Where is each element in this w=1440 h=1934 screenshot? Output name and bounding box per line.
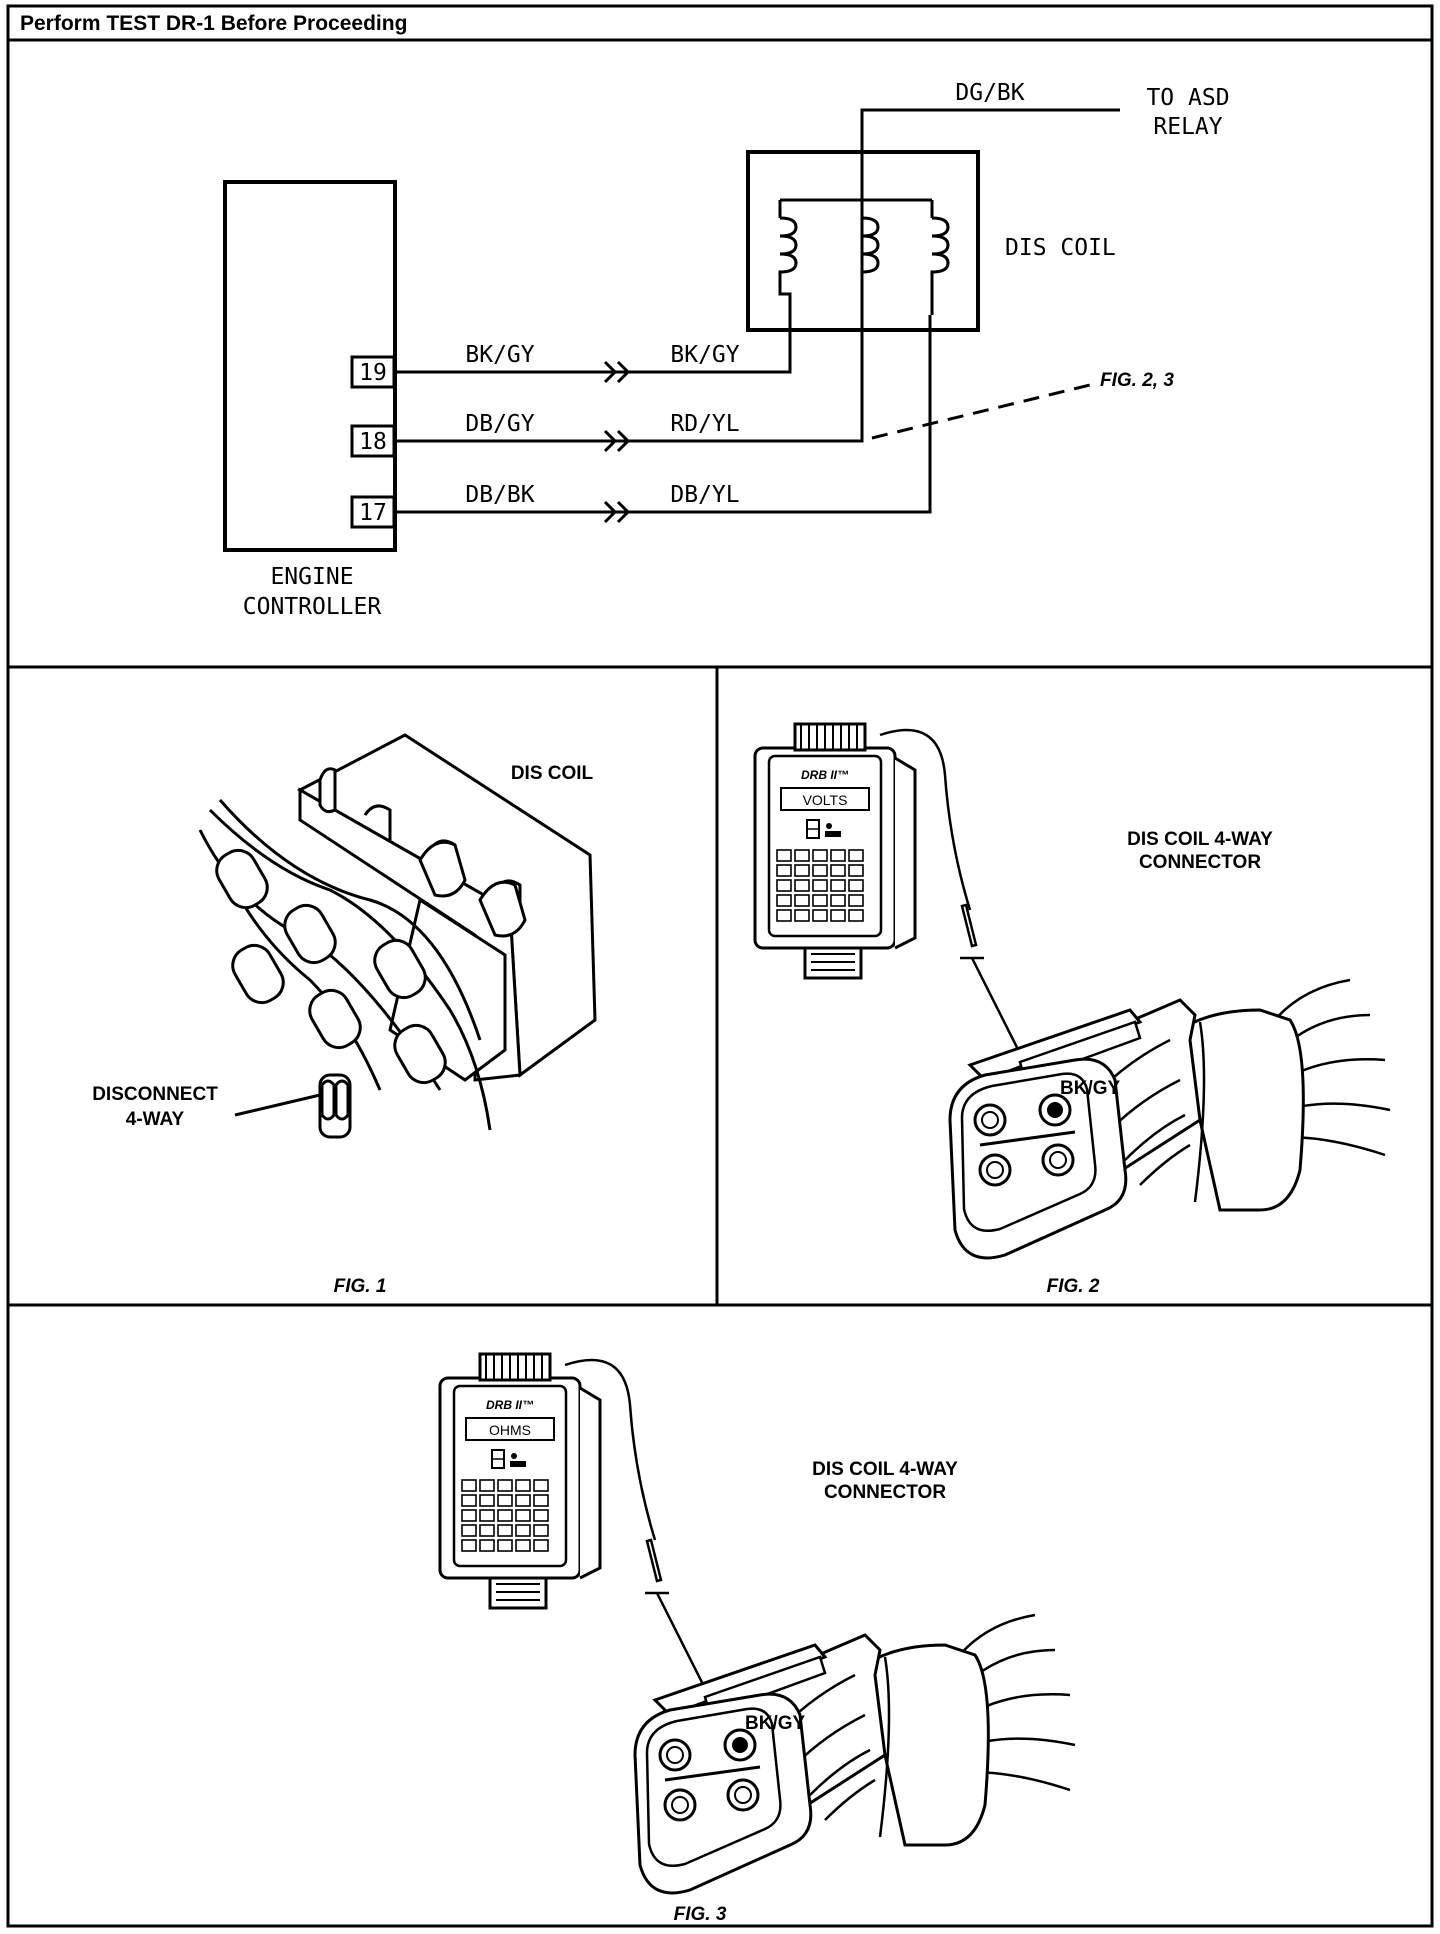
pin-18-box — [350, 424, 396, 458]
fig1-caption: FIG. 1 — [334, 1276, 387, 1297]
connector-label-line2: CONNECTOR — [824, 1482, 946, 1503]
connector-arrow-19 — [603, 360, 631, 384]
fig3-panel: DRB II™ OHMS DIS COIL 4-WAY CONNECTOR BK… — [438, 1352, 1077, 1925]
tester-brand: DRB II™ — [801, 768, 849, 782]
top-wire-label: DG/BK — [955, 80, 1024, 106]
asd-relay-line1: TO ASD — [1146, 85, 1229, 111]
wire-pin19 — [395, 315, 792, 374]
fig3-caption: FIG. 3 — [674, 1904, 727, 1925]
wire-pin18 — [395, 108, 1120, 443]
dis-coil-assembly-drawing — [296, 733, 597, 1082]
controller-label-line1: ENGINE — [270, 564, 353, 590]
coil-windings — [778, 198, 950, 315]
connector-label-line1: DIS COIL 4-WAY — [1127, 829, 1273, 850]
tester-mode-display: OHMS — [489, 1422, 531, 1438]
spark-plug-boots — [215, 848, 447, 1139]
pin-18-label: 18 — [359, 429, 387, 455]
fig-ref-label: FIG. 2, 3 — [1100, 370, 1174, 391]
tester-mode-display: VOLTS — [803, 792, 848, 808]
tester-brand: DRB II™ — [486, 1398, 534, 1412]
pin-label: BK/GY — [745, 1713, 806, 1734]
pin-17-box — [350, 495, 396, 529]
pin-19-label: 19 — [359, 360, 387, 386]
connector-arrow-18 — [603, 429, 631, 453]
disconnect-leader — [234, 1093, 321, 1117]
dis-coil-label: DIS COIL — [1005, 235, 1116, 261]
asd-relay-line2: RELAY — [1153, 114, 1222, 140]
wire-label-coil-19: BK/GY — [670, 342, 739, 368]
fig2-caption: FIG. 2 — [1047, 1276, 1100, 1297]
disconnect-label-line2: 4-WAY — [126, 1109, 185, 1130]
wire-label-ctrl-17: DB/BK — [465, 482, 534, 508]
connector-label-line1: DIS COIL 4-WAY — [812, 1459, 958, 1480]
connector-label-line2: CONNECTOR — [1139, 852, 1261, 873]
pin-17-label: 17 — [359, 500, 387, 526]
dis-coil-4way-connector — [633, 1613, 1077, 1895]
pin-label: BK/GY — [1060, 1078, 1121, 1099]
wire-label-ctrl-18: DB/GY — [465, 411, 534, 437]
wire-label-coil-17: DB/YL — [670, 482, 739, 508]
fig-ref-leader — [871, 383, 1091, 440]
header-title: Perform TEST DR-1 Before Proceeding — [20, 12, 407, 35]
wire-label-ctrl-19: BK/GY — [465, 342, 534, 368]
controller-label-line2: CONTROLLER — [243, 594, 382, 620]
dis-coil-box — [746, 150, 980, 332]
wiring-schematic: ENGINE CONTROLLER 19 18 17 BK/GY DB/GY D… — [223, 80, 1230, 620]
pin-19-box — [350, 355, 396, 389]
drb-tester-ohms: DRB II™ OHMS — [438, 1352, 602, 1610]
disconnect-label-line1: DISCONNECT — [92, 1084, 218, 1105]
wire-label-coil-18: RD/YL — [670, 411, 739, 437]
fig1-panel: DIS COIL DISCONNECT 4-WAY FIG. 1 — [92, 733, 597, 1297]
fig2-panel: DRB II™ VOLTS DIS COIL 4-WAY CONNECTOR B… — [753, 722, 1392, 1297]
dis-coil-4way-connector — [948, 978, 1392, 1260]
fig1-coil-label: DIS COIL — [511, 763, 594, 784]
connector-arrow-17 — [603, 500, 631, 524]
page-border — [6, 4, 1434, 1928]
wire-pin17 — [395, 315, 932, 514]
drb-tester-volts: DRB II™ VOLTS — [753, 722, 917, 980]
